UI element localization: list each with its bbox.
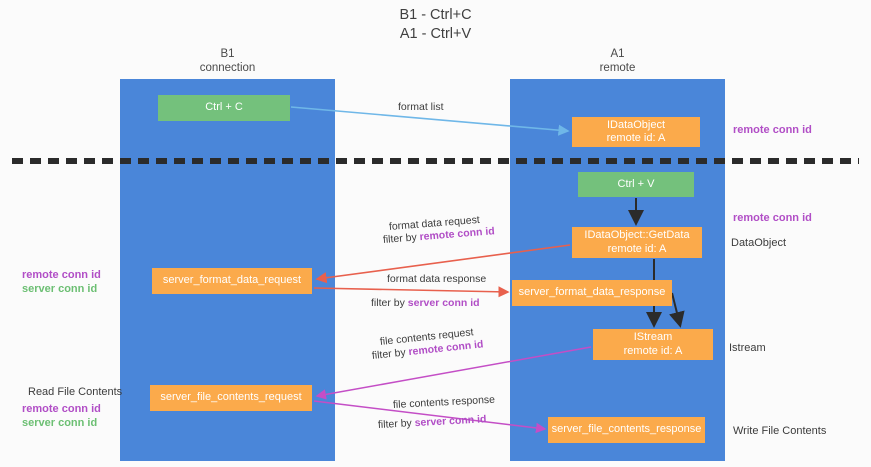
title-line-1: B1 - Ctrl+C bbox=[399, 7, 472, 23]
edge-label-filter-prefix: filter by bbox=[382, 231, 421, 246]
edge-format-data-response bbox=[313, 286, 510, 298]
node-idataobject[interactable]: IDataObject remote id: A bbox=[572, 117, 700, 147]
node-idataobject-label: IDataObject bbox=[606, 118, 666, 131]
edge-label-filter-prefix: filter by bbox=[371, 297, 408, 309]
lane-a1-sub: remote bbox=[599, 62, 636, 74]
edge-label-format-list-text: format list bbox=[398, 101, 444, 113]
label-right-dataobject: DataObject bbox=[731, 237, 787, 249]
label-left-read-file-contents: Read File Contents bbox=[28, 386, 123, 398]
edge-label-format-data-response-filter: filter by server conn id bbox=[371, 297, 480, 310]
node-istream-sublabel: remote id: A bbox=[623, 344, 683, 357]
label-left-remote-conn-id-2: remote conn id bbox=[22, 403, 101, 415]
label-left-conn-ids-bottom: remote conn id server conn id bbox=[22, 402, 101, 430]
edge-label-filter-prefix: filter by bbox=[371, 346, 410, 362]
node-getdata-sublabel: remote id: A bbox=[607, 242, 667, 255]
label-right-remote-conn-id-top: remote conn id bbox=[733, 124, 812, 136]
node-getdata-label: IDataObject::GetData bbox=[584, 229, 690, 241]
edge-label-format-data-response: format data response bbox=[387, 273, 486, 286]
edge-label-file-contents-response: file contents response bbox=[393, 394, 496, 412]
node-server-file-contents-response[interactable]: server_file_contents_response bbox=[548, 417, 705, 443]
edge-label-filter-key-server-conn-id: server conn id bbox=[414, 413, 487, 430]
node-server-file-contents-response-label: server_file_contents_response bbox=[551, 423, 702, 436]
node-ctrl-v[interactable]: Ctrl + V bbox=[578, 172, 694, 197]
edge-label-format-data-response-text: format data response bbox=[387, 273, 487, 285]
node-idataobject-getdata[interactable]: IDataObject::GetData remote id: A bbox=[572, 227, 702, 258]
lane-a1-name: A1 bbox=[610, 48, 625, 60]
node-ctrl-c[interactable]: Ctrl + C bbox=[158, 95, 290, 121]
node-server-file-contents-request[interactable]: server_file_contents_request bbox=[150, 385, 312, 411]
node-ctrl-v-label: Ctrl + V bbox=[617, 177, 655, 190]
edge-label-filter-prefix: filter by bbox=[377, 417, 416, 431]
lane-b1-name: B1 bbox=[220, 48, 235, 60]
label-right-istream: Istream bbox=[729, 342, 766, 354]
label-left-server-conn-id-1: server conn id bbox=[22, 283, 98, 295]
node-ctrl-c-label: Ctrl + C bbox=[205, 101, 243, 114]
node-server-format-data-response[interactable]: server_format_data_response bbox=[512, 280, 672, 306]
phase-divider bbox=[12, 158, 859, 164]
label-left-server-conn-id-2: server conn id bbox=[22, 417, 98, 429]
label-right-remote-conn-id-mid: remote conn id bbox=[733, 212, 812, 224]
node-server-format-data-response-label: server_format_data_response bbox=[518, 286, 666, 299]
label-left-conn-ids-top: remote conn id server conn id bbox=[22, 268, 101, 296]
page-title: B1 - Ctrl+C A1 - Ctrl+V bbox=[0, 6, 871, 44]
title-line-2: A1 - Ctrl+V bbox=[399, 26, 472, 42]
edge-label-filter-key-server-conn-id: server conn id bbox=[407, 297, 480, 309]
label-left-remote-conn-id-1: remote conn id bbox=[22, 269, 101, 281]
node-server-format-data-request[interactable]: server_format_data_request bbox=[152, 268, 312, 294]
node-server-format-data-request-label: server_format_data_request bbox=[162, 274, 302, 287]
lane-header-b1: B1 connection bbox=[120, 47, 335, 75]
edge-label-file-contents-response-filter: filter by server conn id bbox=[378, 413, 487, 432]
lane-header-a1: A1 remote bbox=[510, 47, 725, 75]
edge-label-file-contents-response-text: file contents response bbox=[392, 393, 496, 411]
label-right-write-file-contents: Write File Contents bbox=[733, 425, 827, 437]
node-server-file-contents-request-label: server_file_contents_request bbox=[160, 391, 302, 404]
node-istream[interactable]: IStream remote id: A bbox=[593, 329, 713, 360]
edge-label-format-list: format list bbox=[398, 101, 444, 114]
node-idataobject-sublabel: remote id: A bbox=[606, 132, 666, 144]
node-istream-label: IStream bbox=[633, 331, 673, 343]
lane-b1-sub: connection bbox=[199, 62, 256, 74]
